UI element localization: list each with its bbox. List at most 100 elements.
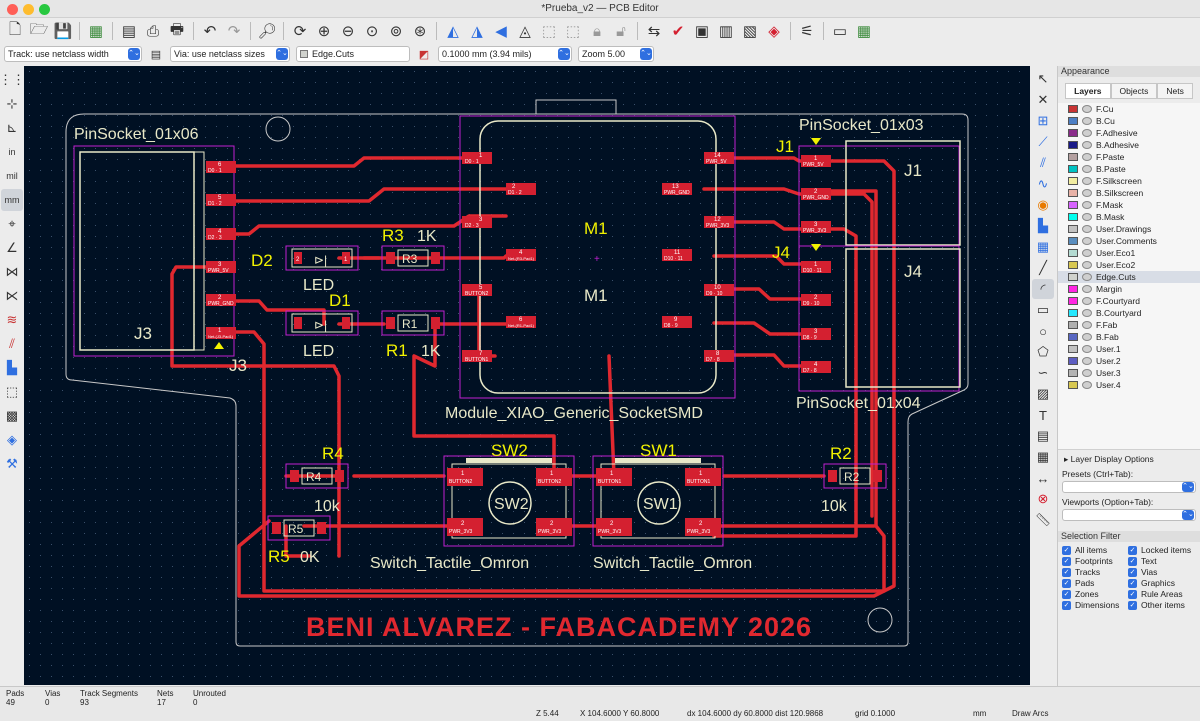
grid-icon[interactable]: ⋮⋮ [0, 72, 25, 87]
layer-color-swatch[interactable] [1068, 261, 1078, 269]
layer-row[interactable]: User.4 [1058, 379, 1200, 391]
layer-color-swatch[interactable] [1068, 117, 1078, 125]
arc-icon[interactable]: ◜ [1032, 279, 1054, 299]
rule-icon[interactable]: ▦ [1036, 239, 1050, 254]
refresh-icon[interactable]: ⟳ [293, 23, 307, 40]
layer-row[interactable]: User.Comments [1058, 235, 1200, 247]
footprint-browser-icon[interactable]: ▥ [718, 23, 734, 40]
filter-checkbox[interactable]: ✓Locked items [1128, 545, 1191, 556]
zoom-out-icon[interactable]: ⊖ [341, 23, 355, 40]
layer-color-swatch[interactable] [1068, 225, 1078, 233]
tab-layers[interactable]: Layers [1065, 83, 1111, 99]
visibility-eye-icon[interactable] [1082, 249, 1092, 257]
checkbox-check-icon[interactable]: ✓ [1062, 546, 1071, 556]
visibility-eye-icon[interactable] [1082, 261, 1092, 269]
pad[interactable] [704, 350, 734, 362]
layer-color-swatch[interactable] [1068, 105, 1078, 113]
polar-icon[interactable]: ⊹ [6, 96, 18, 111]
board-setup-icon[interactable]: ▦ [88, 23, 104, 40]
layer-row[interactable]: User.3 [1058, 367, 1200, 379]
checkbox-check-icon[interactable]: ✓ [1062, 579, 1071, 589]
layer-row[interactable]: User.Eco2 [1058, 259, 1200, 271]
pad[interactable] [290, 470, 299, 482]
undo-icon[interactable]: ↶ [203, 23, 217, 40]
via-icon[interactable]: ◉ [1037, 197, 1049, 212]
visibility-eye-icon[interactable] [1082, 189, 1092, 197]
mm-icon[interactable]: mm [1, 189, 23, 211]
pad[interactable] [801, 221, 831, 233]
pad[interactable] [685, 518, 721, 536]
filter-checkbox[interactable]: ✓Graphics [1128, 578, 1175, 589]
visibility-eye-icon[interactable] [1082, 333, 1092, 341]
track-width-select[interactable]: Track: use netclass width⌃⌄ [4, 46, 142, 62]
filter-checkbox[interactable]: ✓Tracks [1062, 567, 1100, 578]
settings-icon[interactable]: ⚒ [6, 456, 18, 471]
footprint-r5[interactable]: R5 R5 0K [267, 515, 331, 566]
visibility-eye-icon[interactable] [1082, 321, 1092, 329]
presets-select[interactable]: ⌃⌄ [1062, 481, 1196, 493]
layer-row[interactable]: User.Drawings [1058, 223, 1200, 235]
pad[interactable] [206, 228, 236, 240]
visibility-eye-icon[interactable] [1082, 213, 1092, 221]
group-icon[interactable]: ⬚ [541, 23, 557, 40]
pad[interactable] [662, 316, 692, 328]
pad[interactable] [536, 518, 572, 536]
layer-color-swatch[interactable] [1068, 321, 1078, 329]
measure-icon[interactable]: 📏︎ [1034, 512, 1052, 527]
layer-row[interactable]: B.Fab [1058, 331, 1200, 343]
filter-checkbox[interactable]: ✓All items [1062, 545, 1107, 556]
visibility-eye-icon[interactable] [1082, 309, 1092, 317]
checkbox-check-icon[interactable]: ✓ [1128, 601, 1137, 611]
close-window-button[interactable] [7, 4, 18, 15]
filter-checkbox[interactable]: ✓Dimensions [1062, 600, 1119, 611]
pad[interactable] [386, 317, 395, 329]
layer-row[interactable]: User.1 [1058, 343, 1200, 355]
via-icon[interactable]: ⬚ [5, 384, 19, 399]
layer-color-swatch[interactable] [1068, 297, 1078, 305]
angle-icon[interactable]: ∠ [6, 240, 18, 255]
textbox-icon[interactable]: ▤ [1036, 428, 1050, 443]
pad[interactable] [317, 522, 326, 534]
pad[interactable] [206, 294, 236, 306]
schematic-icon[interactable]: ⚟ [800, 23, 814, 40]
cross-icon[interactable]: ✕ [1037, 92, 1049, 107]
layer-row[interactable]: F.Fab [1058, 319, 1200, 331]
lock-icon[interactable]: 🔒︎ [593, 22, 601, 40]
curve-icon[interactable]: ∽ [1037, 365, 1049, 380]
layer-row[interactable]: User.Eco1 [1058, 247, 1200, 259]
layer-row[interactable]: B.Silkscreen [1058, 187, 1200, 199]
footprint-editor-icon[interactable]: ▣ [694, 23, 710, 40]
pad[interactable] [704, 284, 734, 296]
footprint-icon[interactable]: ⊞ [1037, 113, 1049, 128]
pad[interactable] [447, 518, 483, 536]
pad[interactable] [662, 183, 692, 195]
update-pcb-icon[interactable]: ⇆ [647, 23, 661, 40]
visibility-eye-icon[interactable] [1082, 237, 1092, 245]
footprint-d2[interactable]: ⊳| D2 LED [251, 245, 359, 294]
pad[interactable] [462, 350, 492, 362]
find-icon[interactable]: 🔎︎ [257, 23, 277, 40]
checkbox-check-icon[interactable]: ✓ [1128, 546, 1137, 556]
footprint-j4[interactable]: J4 J4 PinSocket_01x04 [772, 243, 961, 412]
delete-icon[interactable]: ⊗ [1037, 491, 1049, 506]
pad[interactable] [294, 252, 302, 264]
visibility-eye-icon[interactable] [1082, 357, 1092, 365]
pad[interactable] [506, 183, 536, 195]
zoom-fit-icon[interactable]: ⊙ [365, 23, 379, 40]
layer-row[interactable]: F.Paste [1058, 151, 1200, 163]
footprint-r1[interactable]: R1 R1 1K [381, 310, 445, 360]
layers-icon[interactable]: ◈ [7, 432, 17, 447]
checkbox-check-icon[interactable]: ✓ [1128, 568, 1137, 578]
scripting-icon[interactable]: ▭ [832, 23, 848, 40]
layer-row[interactable]: F.Silkscreen [1058, 175, 1200, 187]
pad[interactable] [206, 261, 236, 273]
filter-checkbox[interactable]: ✓Footprints [1062, 556, 1113, 567]
layer-row[interactable]: F.Courtyard [1058, 295, 1200, 307]
pad[interactable] [342, 252, 350, 264]
footprint-r2[interactable]: R2 R2 10k [821, 444, 887, 515]
visibility-eye-icon[interactable] [1082, 153, 1092, 161]
via-size-select[interactable]: Via: use netclass sizes⌃⌄ [170, 46, 290, 62]
layer-color-swatch[interactable] [1068, 285, 1078, 293]
checkbox-check-icon[interactable]: ✓ [1062, 601, 1071, 611]
polygon-icon[interactable]: ⬠ [1037, 344, 1049, 359]
